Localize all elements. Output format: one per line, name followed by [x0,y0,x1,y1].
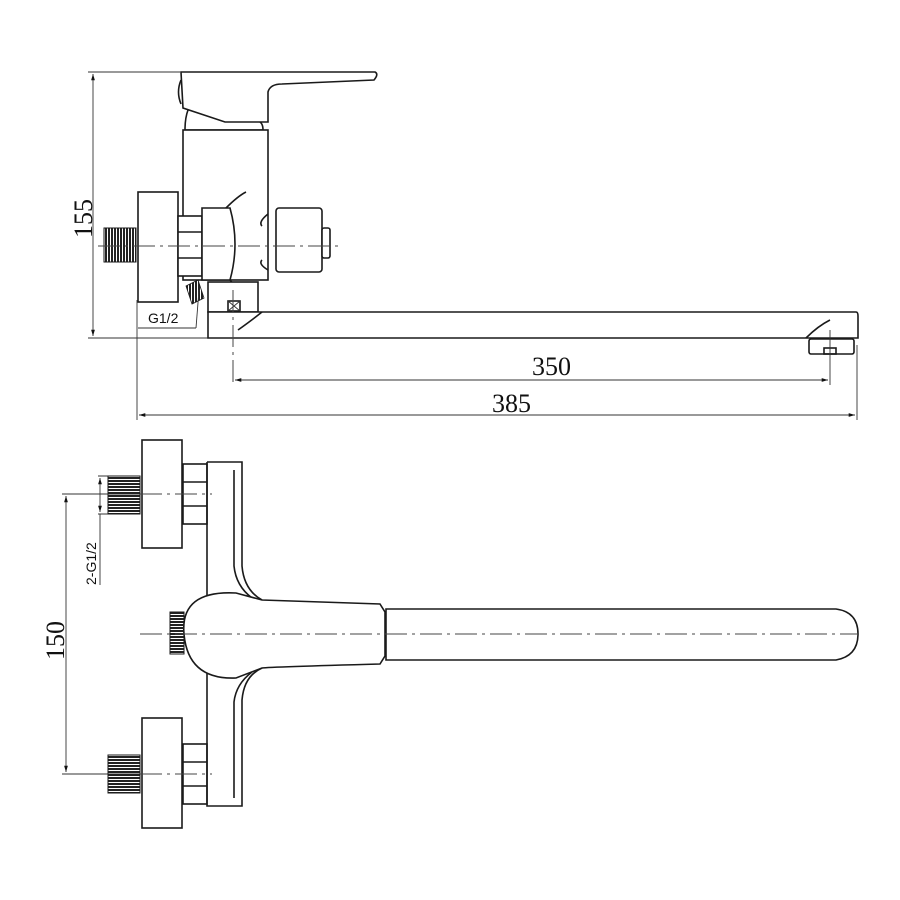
spout-reach-dimension: 350 [235,352,828,382]
spout-side [207,311,859,355]
height-dimension: 155 [69,71,210,339]
inlet-spacing-value: 150 [41,621,70,660]
diverter-knob [275,207,323,273]
height-value: 155 [69,199,98,238]
top-view: 150 2-G1/2 [41,439,859,829]
spout-top [169,592,859,679]
upper-inlet [107,439,212,549]
spout-reach-value: 350 [532,352,571,381]
wall-flange [137,191,179,303]
lower-inlet [107,717,212,829]
overall-length-value: 385 [492,389,531,418]
inlet-thread-label: G1/2 [148,310,179,326]
inlet-thread-callout: G1/2 [138,289,200,329]
side-view: 155 [69,71,859,420]
aerator [808,338,855,355]
inlet-spacing-dimension: 150 [41,493,140,775]
connector [201,207,236,281]
lever-handle [177,71,378,131]
inlet-thread [103,227,137,263]
overall-length-dimension: 385 [139,389,855,418]
inlet-thread-label-top: 2-G1/2 [83,542,99,585]
